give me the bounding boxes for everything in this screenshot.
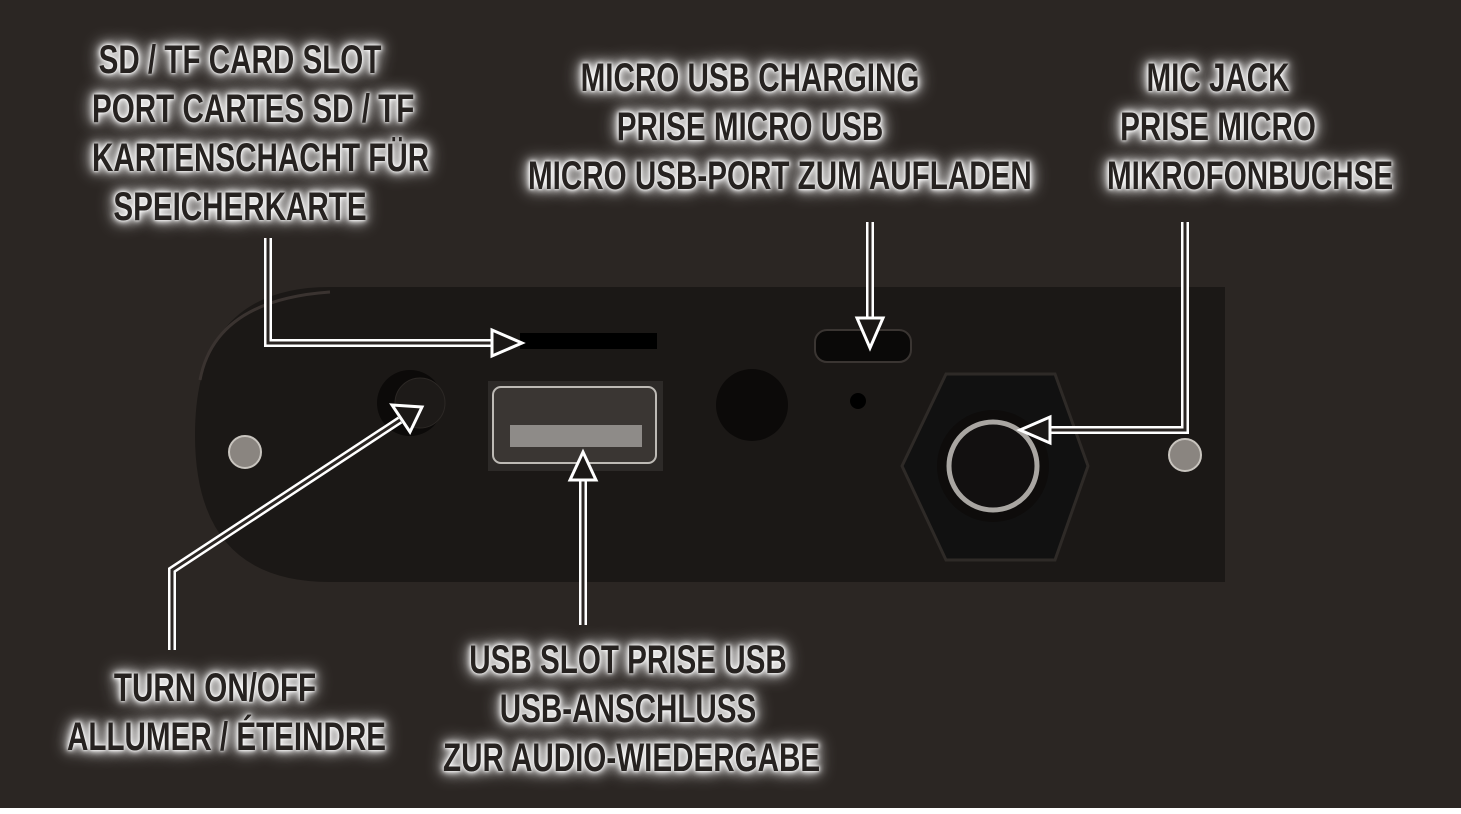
- sd-card-slot: [520, 333, 657, 349]
- label-line: PRISE MICRO USB: [616, 105, 884, 149]
- label-line: MIKROFONBUCHSE: [1107, 154, 1394, 198]
- label-line: KARTENSCHACHT FÜR: [92, 136, 430, 180]
- screw-right-icon: [1168, 438, 1202, 472]
- label-line: TURN ON/OFF: [113, 666, 317, 710]
- label-line: MICRO USB CHARGING: [580, 56, 920, 100]
- label-line: SPEICHERKARTE: [113, 185, 367, 229]
- label-power: TURN ON/OFF ALLUMER / ÉTEINDRE: [15, 664, 415, 762]
- label-line: ALLUMER / ÉTEINDRE: [67, 715, 387, 759]
- label-mic-jack: MIC JACK PRISE MICRO MIKROFONBUCHSE: [1068, 54, 1394, 201]
- label-line: USB SLOT PRISE USB: [469, 638, 787, 682]
- label-sd-card: SD / TF CARD SLOT PORT CARTES SD / TF KA…: [40, 36, 440, 232]
- label-line: PORT CARTES SD / TF: [92, 87, 415, 131]
- label-line: MICRO USB-PORT ZUM AUFLADEN: [528, 154, 1032, 198]
- mic-hole: [850, 393, 866, 409]
- label-micro-usb: MICRO USB CHARGING PRISE MICRO USB MICRO…: [450, 54, 1050, 201]
- label-line: PRISE MICRO: [1120, 105, 1316, 149]
- mic-jack: [946, 419, 1040, 513]
- label-line: USB-ANSCHLUSS: [499, 687, 757, 731]
- mode-button: [716, 369, 788, 441]
- screw-left-icon: [228, 435, 262, 469]
- label-usb: USB SLOT PRISE USB USB-ANSCHLUSS ZUR AUD…: [378, 636, 878, 783]
- label-line: ZUR AUDIO-WIEDERGABE: [443, 736, 821, 780]
- label-line: MIC JACK: [1146, 56, 1290, 100]
- label-line: SD / TF CARD SLOT: [98, 38, 382, 82]
